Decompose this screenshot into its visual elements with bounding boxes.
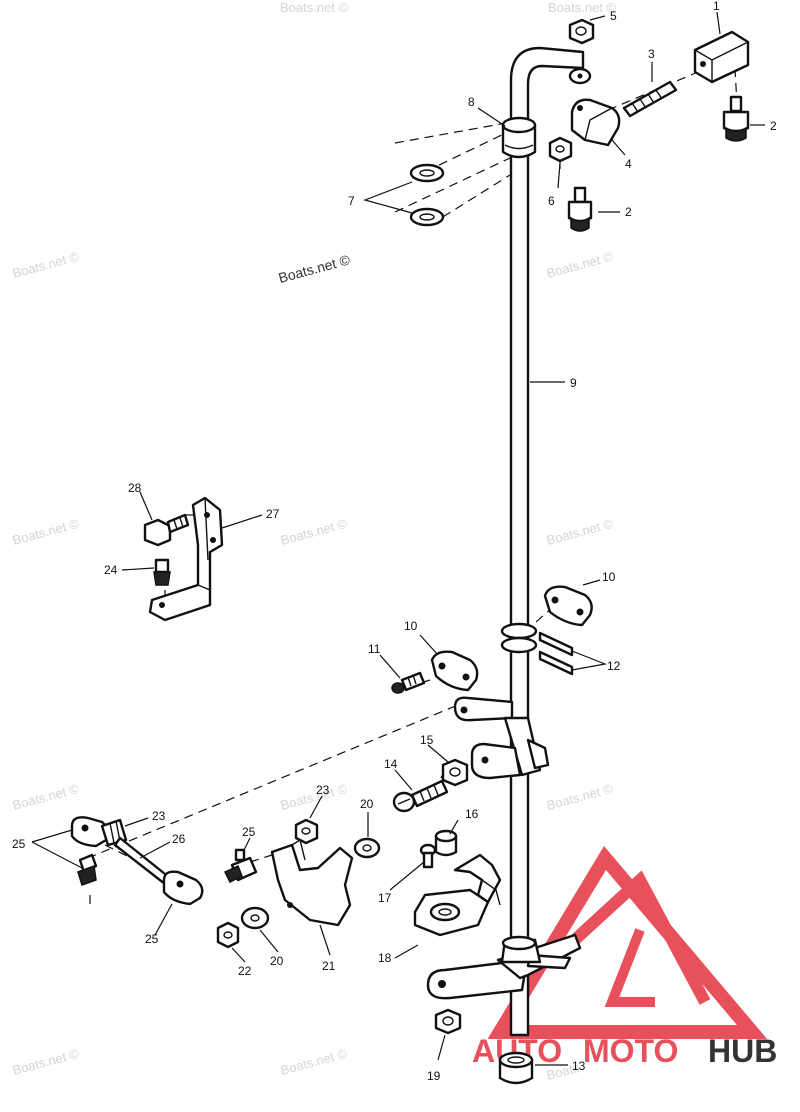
callout-11: 11 [368,642,381,656]
bolt-part-28 [143,513,190,547]
screw-part-2-lower [567,186,593,232]
callout-9: 9 [570,376,577,390]
bracket-part-27 [148,496,224,622]
nut-part-5 [568,18,595,45]
lower-arm [426,933,582,1000]
watermark-text: Boats.net © [545,249,615,281]
clamp-part-4 [570,98,621,147]
link-plate-part-21 [270,838,354,927]
callout-22: 22 [238,964,252,978]
watermark-text: Boats.net © [11,1046,81,1078]
throttle-arm [453,696,550,780]
callout-2: 2 [625,205,632,219]
screw-part-17 [419,843,437,869]
clamp-part-10-left [430,650,479,692]
callout-10: 10 [404,619,418,633]
callout-20: 20 [270,954,284,968]
watermark-text: Boats.net © [545,516,615,548]
callout-21: 21 [322,959,336,973]
callout-27: 27 [266,507,280,521]
callout-16: 16 [465,807,479,821]
watermark-text: Boats.net © [545,781,615,813]
callout-24: 24 [104,563,118,577]
callout-8: 8 [468,95,475,109]
watermark-text: Boats.net © [548,0,617,15]
watermark-text: Boats.net © [11,516,81,548]
callout-6: 6 [548,194,555,208]
ball-stud-part-24 [153,558,171,586]
callout-2: 2 [770,119,777,133]
callout-3: 3 [648,47,655,61]
e-clips-part-7 [409,163,445,227]
spacer-plates-part-12 [500,622,574,676]
watermark-text: Boats.net © [280,0,349,15]
watermark-text: Boats.net © [11,249,81,281]
callout-labels: 1 2 2 3 4 5 6 7 8 9 10 10 11 12 13 14 15… [12,0,777,1083]
nut-part-19 [434,1008,462,1035]
callout-20: 20 [360,797,374,811]
clamp-part-10-right [543,585,593,627]
nut-part-22 [216,921,240,949]
callout-18: 18 [378,951,392,965]
callout-12: 12 [607,659,621,673]
callout-1: 1 [713,0,720,13]
logo-word-hub: HUB [708,1033,777,1069]
leader-lines [31,11,765,1066]
nut-part-15 [441,758,469,787]
bracket-part-18 [413,853,502,937]
cap-part-16 [434,829,458,857]
watermark-text: Boats.net © [11,781,81,813]
washer-part-20-lower [240,906,270,930]
callout-15: 15 [420,733,434,747]
block-part-1 [693,30,750,84]
bushing-part-8 [501,116,537,159]
callout-25: 25 [12,837,26,851]
washer-part-20-upper [353,837,381,859]
callout-28: 28 [128,481,142,495]
ball-joint-part-25-middle [223,848,258,884]
callout-4: 4 [625,157,632,171]
nut-part-23-upper [294,818,319,845]
watermark-text: Boats.net © [279,1046,349,1078]
callout-7: 7 [348,194,355,208]
callout-26: 26 [172,832,186,846]
callout-19: 19 [427,1069,441,1083]
callout-17: 17 [378,891,392,905]
screw-part-14 [392,779,449,813]
watermark-text: Boats.net © [279,516,349,548]
link-rod-part-26 [70,816,204,906]
callout-25: 25 [242,825,256,839]
callout-5: 5 [610,9,617,23]
nut-part-6 [548,136,573,163]
screw-part-11 [391,671,426,694]
callout-14: 14 [384,757,398,771]
callout-25: 25 [145,932,159,946]
watermark-text: Boats.net © [279,781,349,813]
callout-10: 10 [602,570,616,584]
watermark-main: Boats.net © [277,251,353,286]
callout-13: 13 [572,1059,586,1073]
logo-word-moto: MOTO [583,1033,678,1069]
bushing-part-13 [498,1051,534,1085]
stud-part-3 [622,80,678,118]
screw-part-2-upper [722,95,750,142]
callout-23: 23 [316,783,330,797]
callout-23: 23 [152,809,166,823]
